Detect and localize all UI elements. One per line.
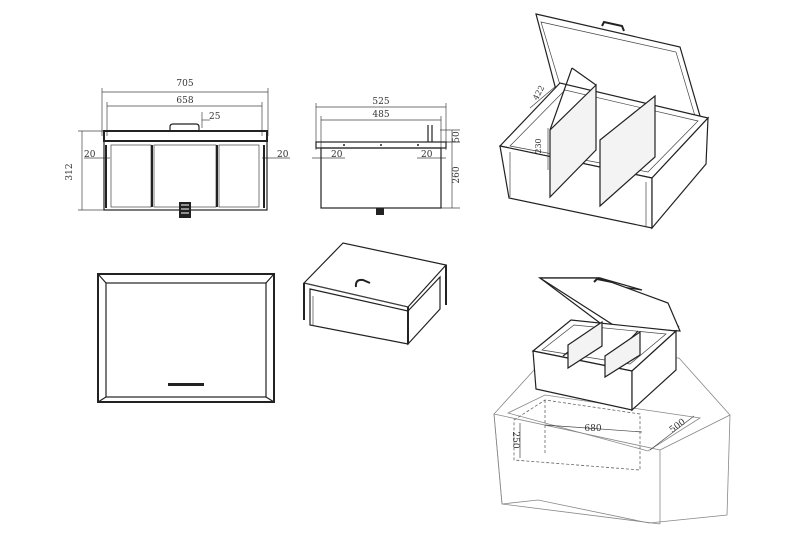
closed-iso-view — [302, 242, 448, 346]
drain-outlet — [179, 202, 191, 218]
dim-label-body-height: 260 — [452, 166, 462, 183]
dimension-right-flange: 20 — [262, 150, 290, 160]
side-view-body — [315, 125, 447, 215]
dimension-body-height: 260 — [440, 141, 462, 209]
side-view: 525 485 50 260 20 20 — [312, 97, 462, 215]
front-view: 705 658 25 312 20 20 — [65, 79, 290, 218]
dim-label-right-flange: 20 — [277, 150, 289, 160]
dimension-side-left-flange: 20 — [312, 150, 345, 160]
dimension-handle-offset: 25 — [201, 112, 221, 128]
dim-label-overall-width: 705 — [176, 79, 193, 89]
dimension-inner-depth: 485 — [320, 110, 442, 150]
dimension-divider-height: 230 — [534, 128, 549, 170]
dimension-divider-top: 422 — [529, 84, 557, 109]
open-iso-view: 422 230 — [498, 13, 710, 230]
dimension-side-right-flange: 20 — [417, 150, 446, 160]
dim-label-lid-height: 50 — [452, 131, 462, 143]
dim-label-inner-width: 658 — [176, 96, 193, 106]
drain-outlet-side — [376, 208, 384, 215]
dimension-height: 312 — [65, 130, 104, 211]
dimension-lid-height: 50 — [440, 129, 462, 143]
front-view-body — [103, 123, 268, 218]
top-view — [97, 273, 275, 403]
dimension-cutout-height: 250 — [510, 423, 521, 458]
dim-label-side-right-flange: 20 — [421, 150, 433, 160]
dim-label-side-left-flange: 20 — [331, 150, 343, 160]
dim-label-cutout-width: 680 — [584, 424, 601, 434]
dimension-cutout-depth: 500 — [649, 415, 695, 451]
lid-handle — [168, 383, 204, 386]
dim-label-overall-depth: 525 — [372, 97, 389, 107]
dim-label-cutout-depth: 500 — [668, 417, 688, 435]
dim-label-divider-height: 230 — [534, 138, 543, 153]
dimension-cutout-width: 680 — [544, 424, 643, 434]
dimension-overall-width: 705 — [101, 79, 269, 136]
cutout-view: 680 500 250 — [493, 277, 731, 525]
dim-label-inner-depth: 485 — [372, 110, 389, 120]
dim-label-left-flange: 20 — [84, 150, 96, 160]
dim-label-height: 312 — [65, 163, 75, 180]
dim-label-cutout-height: 250 — [510, 431, 520, 448]
dim-label-handle-offset: 25 — [209, 112, 221, 122]
